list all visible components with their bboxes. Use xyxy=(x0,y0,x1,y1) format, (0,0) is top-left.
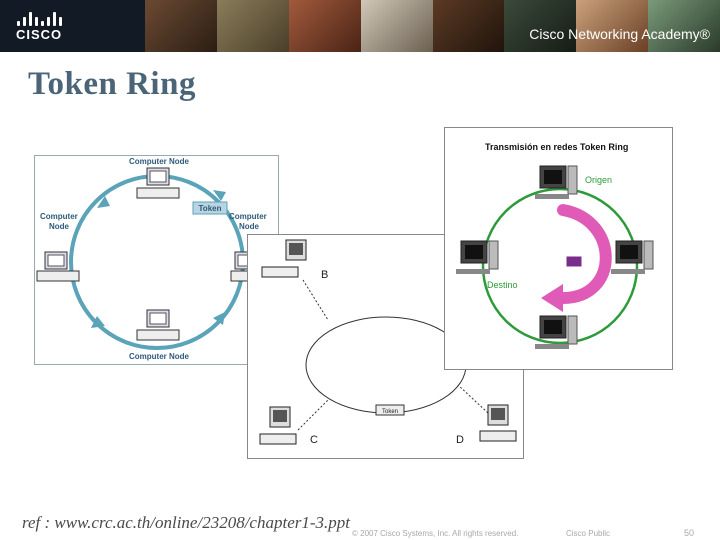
ring-arrow-icon xyxy=(213,190,226,201)
page-number: 50 xyxy=(684,528,695,538)
right-node-label-2: Node xyxy=(239,222,260,231)
ring-arrow-icon xyxy=(91,316,105,328)
bottom-node-label: Computer Node xyxy=(129,352,190,361)
ring-ellipse xyxy=(305,316,467,414)
computer-b-icon xyxy=(261,239,307,278)
node-c-label: C xyxy=(310,434,318,446)
bottom-computer-icon xyxy=(136,309,180,341)
cisco-logo-text: CISCO xyxy=(16,27,63,42)
node-b-label: B xyxy=(321,269,328,281)
classification-text: Cisco Public xyxy=(566,529,611,538)
transmission-svg: Transmisión en redes Token Ring Origen D… xyxy=(456,142,654,349)
ring-circle xyxy=(481,187,639,345)
token-label: Token xyxy=(199,204,222,213)
ring-arrow-icon xyxy=(213,312,225,325)
token-ring-nodes-svg: Computer Node Token Computer Node Comput… xyxy=(36,157,274,361)
origin-label: Origen xyxy=(585,175,612,185)
computer-d-icon xyxy=(479,404,517,442)
token-ring-transmission-diagram: Transmisión en redes Token Ring Origen D… xyxy=(444,127,673,370)
banner-photo-strip xyxy=(145,0,720,52)
computer-origin-icon xyxy=(535,165,578,199)
top-node-label: Computer Node xyxy=(129,157,190,166)
link-d xyxy=(457,384,489,414)
computer-bottom-icon xyxy=(535,315,578,349)
token-label: Token xyxy=(382,409,398,415)
destination-label: Destino xyxy=(487,280,518,290)
node-d-label: D xyxy=(456,434,464,446)
transmission-title: Transmisión en redes Token Ring xyxy=(485,142,628,152)
link-b xyxy=(302,279,329,321)
networking-academy-label: Cisco Networking Academy® xyxy=(529,26,710,42)
header-banner: CISCO Cisco Networking Academy® xyxy=(0,0,720,52)
left-computer-icon xyxy=(36,251,80,282)
token-ring-diagram-nodes: Computer Node Token Computer Node Comput… xyxy=(34,155,279,365)
transmission-arrow xyxy=(557,204,612,304)
cisco-logo-icon xyxy=(17,10,67,26)
copyright-text: © 2007 Cisco Systems, Inc. All rights re… xyxy=(352,529,519,538)
computer-left-icon xyxy=(456,240,499,274)
left-node-label-2: Node xyxy=(49,222,70,231)
computer-c-icon xyxy=(259,406,297,445)
token-ring-bcd-svg: B C D Token xyxy=(259,239,517,446)
message-envelope-icon xyxy=(565,255,583,268)
left-node-label: Computer xyxy=(40,212,78,221)
top-computer-icon xyxy=(136,167,180,199)
ring-arrow-icon xyxy=(97,196,110,208)
arrow-head-icon xyxy=(541,284,563,312)
slide-title: Token Ring xyxy=(28,66,196,102)
reference-link[interactable]: ref : www.crc.ac.th/online/23208/chapter… xyxy=(22,513,350,532)
link-c xyxy=(297,399,329,431)
token-box xyxy=(375,404,405,416)
token-box xyxy=(192,201,228,215)
right-node-label: Computer xyxy=(229,212,267,221)
computer-right-icon xyxy=(611,240,654,274)
